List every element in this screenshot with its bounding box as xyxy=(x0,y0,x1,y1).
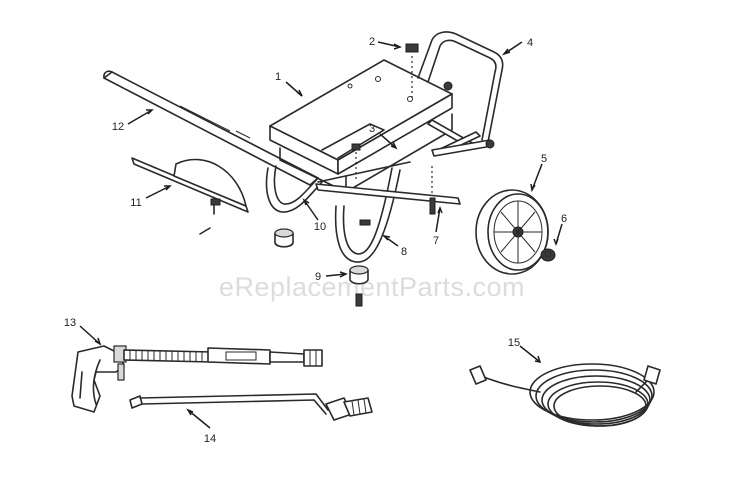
callout-4: 4 xyxy=(527,37,533,49)
part-wheel-cap xyxy=(540,248,556,262)
part-bolt xyxy=(405,43,419,100)
part-leg-frame-left xyxy=(265,165,323,213)
callout-7: 7 xyxy=(433,235,439,247)
part-nut xyxy=(351,139,495,180)
callout-11: 11 xyxy=(130,197,141,209)
watermark-text: eReplacementParts.com xyxy=(219,272,525,302)
part-axle-bolt xyxy=(359,166,436,226)
callout-8: 8 xyxy=(401,246,407,258)
callout-9: 9 xyxy=(315,271,321,283)
callout-labels: 1 2 3 4 5 6 7 8 9 10 11 12 13 14 15 xyxy=(64,36,567,445)
part-spray-wand xyxy=(129,393,373,421)
part-hose xyxy=(469,363,661,427)
callout-2: 2 xyxy=(369,36,375,48)
callout-6: 6 xyxy=(561,213,567,225)
callout-15: 15 xyxy=(508,337,520,349)
part-base-plate xyxy=(269,59,453,193)
part-foot-right xyxy=(349,265,369,307)
callout-arrows xyxy=(79,41,563,429)
callout-3: 3 xyxy=(369,123,375,135)
callout-5: 5 xyxy=(541,153,547,165)
callout-1: 1 xyxy=(275,71,281,83)
callout-13: 13 xyxy=(64,317,76,329)
part-spray-gun xyxy=(71,345,323,413)
callout-10: 10 xyxy=(314,221,326,233)
callout-12: 12 xyxy=(112,121,124,133)
callout-14: 14 xyxy=(204,433,216,445)
part-leg-frame-right xyxy=(317,161,411,263)
part-spray-shield xyxy=(131,157,249,235)
part-wheel xyxy=(475,189,549,275)
part-foot-left xyxy=(274,228,294,248)
